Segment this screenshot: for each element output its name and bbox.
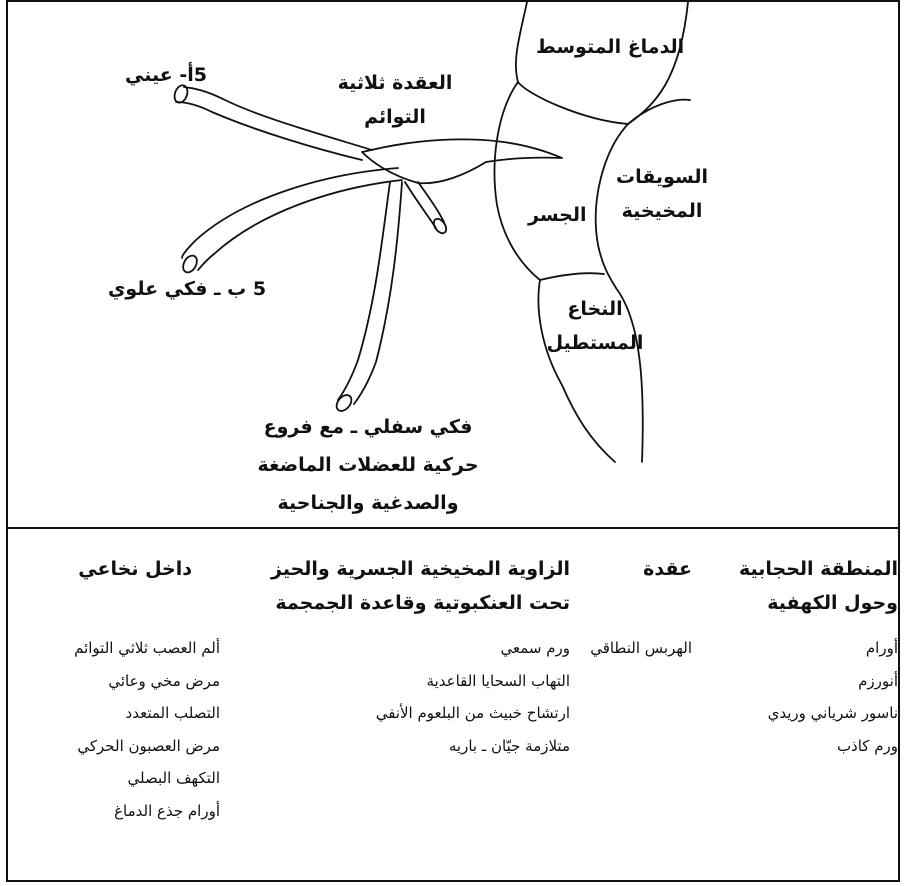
list-item: ورم سمعي [240, 632, 570, 665]
column-ganglion: عقدة الهربس النطاقي [552, 552, 692, 665]
list-item: مرض العصبون الحركي [8, 730, 220, 763]
motor-root [405, 182, 436, 228]
list-item: أنورزم [708, 665, 898, 698]
list-item: التهاب السحايا القاعدية [240, 665, 570, 698]
pons-outline [495, 82, 604, 280]
list-item: ورم كاذب [708, 730, 898, 763]
list-item: التصلب المتعدد [8, 697, 220, 730]
column-header: الزاوية المخيخية الجسرية والحيز تحت العن… [240, 552, 570, 620]
list-item: التكهف البصلي [8, 762, 220, 795]
label-trigeminal-ganglion: العقدة ثلاثية التوائم [320, 66, 470, 134]
column-header: عقدة [552, 552, 692, 620]
label-pons: الجسر [528, 198, 587, 232]
column-parasellar: المنطقة الحجابية وحول الكهفية أورام أنور… [708, 552, 898, 762]
list-item: ارتشاح خبيث من البلعوم الأنفي [240, 697, 570, 730]
label-cerebellar-peduncles: السويقات المخيخية [612, 160, 712, 228]
column-header: داخل نخاعي [8, 552, 192, 620]
list-item: أورام [708, 632, 898, 665]
maxillary-nerve [182, 168, 398, 258]
column-cerebellopontine: الزاوية المخيخية الجسرية والحيز تحت العن… [240, 552, 570, 762]
label-ophthalmic: 5أ- عيني [125, 58, 207, 92]
column-header: المنطقة الحجابية وحول الكهفية [708, 552, 898, 620]
label-mandibular: فكي سفلي ـ مع فروع حركية للعضلات الماضغة… [238, 408, 498, 522]
label-medulla: النخاع المستطيل [540, 292, 650, 360]
label-midbrain: الدماغ المتوسط [536, 30, 684, 64]
list-item: أورام جذع الدماغ [8, 795, 220, 828]
list-item: الهربس النطاقي [552, 632, 692, 665]
motor-root-end [431, 217, 448, 236]
trigeminal-ganglion-body [362, 139, 562, 183]
mandibular-nerve [338, 182, 390, 400]
list-item: مرض مخي وعائي [8, 665, 220, 698]
list-item: ناسور شرياني وريدي [708, 697, 898, 730]
column-intramedullary: داخل نخاعي ألم العصب ثلاثي التوائم مرض م… [8, 552, 220, 827]
cerebellum-arc [628, 100, 690, 124]
list-item: ألم العصب ثلاثي التوائم [8, 632, 220, 665]
list-item: متلازمة جيّان ـ باريه [240, 730, 570, 763]
label-maxillary: 5 ب ـ فكي علوي [108, 272, 266, 306]
